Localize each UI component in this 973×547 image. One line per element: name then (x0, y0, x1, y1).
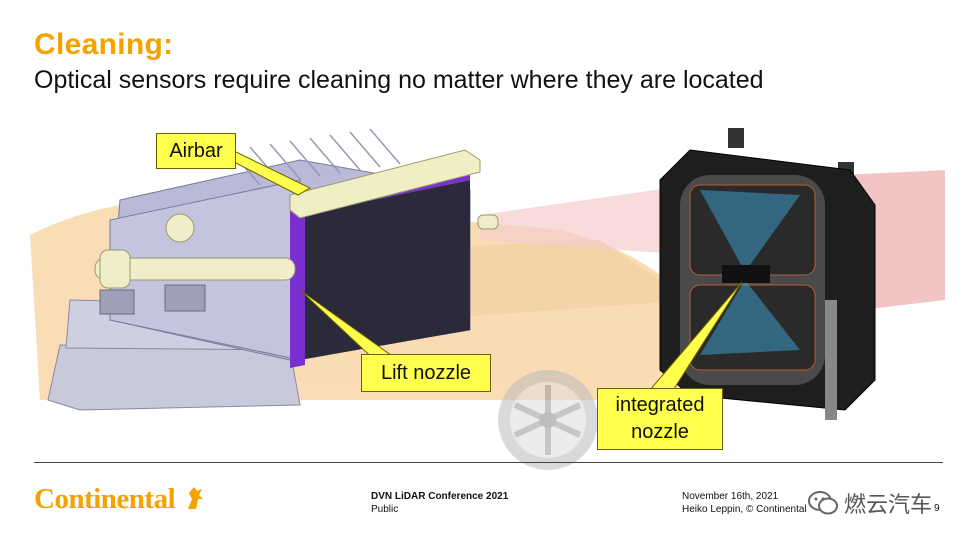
horse-icon (188, 487, 203, 509)
footer-event: DVN LiDAR Conference 2021 Public (371, 490, 508, 516)
continental-logo: Continental (34, 483, 203, 516)
callout-integrated-nozzle: integrated nozzle (597, 388, 723, 450)
footer-conference: DVN LiDAR Conference 2021 (371, 491, 509, 502)
callout-integrated-nozzle-line2: nozzle (631, 421, 689, 443)
logo-text: Continental (34, 483, 176, 515)
slide-title: Cleaning: (34, 28, 174, 61)
footer-classification: Public (371, 504, 399, 515)
slide-subtitle: Optical sensors require cleaning no matt… (34, 66, 764, 94)
lidar-sensor-unit (47, 128, 499, 411)
callout-airbar: Airbar (156, 133, 236, 169)
callout-integrated-nozzle-line1: integrated (615, 394, 705, 416)
footer-author: Heiko Leppin, © Continental (682, 504, 807, 515)
watermark: 燃云汽车 (808, 487, 932, 519)
callout-lift-nozzle: Lift nozzle (361, 354, 491, 392)
sensor-illustration (30, 128, 945, 470)
footer-date: November 16th, 2021 (682, 491, 779, 502)
watermark-text: 燃云汽车 (844, 493, 933, 518)
wechat-icon (808, 491, 838, 515)
integrated-sensor-unit (648, 128, 876, 420)
footer-divider (34, 462, 943, 463)
footer-meta: November 16th, 2021 Heiko Leppin, © Cont… (682, 490, 807, 516)
page-number: 9 (934, 503, 940, 514)
wheel (498, 370, 598, 470)
